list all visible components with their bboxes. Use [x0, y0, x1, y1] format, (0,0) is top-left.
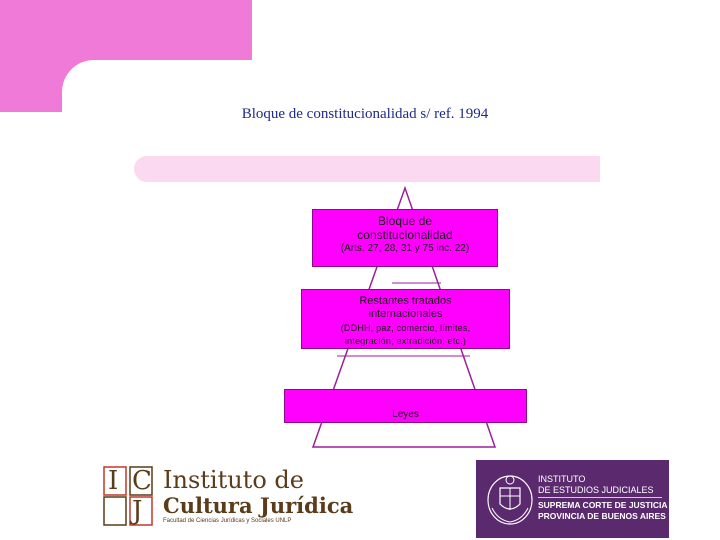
logo-right-divider [538, 497, 662, 498]
pyramid-tier-bloque: Bloque de constitucionalidad (Arts. 27, … [312, 209, 498, 267]
logo-left-line2: Cultura Jurídica [163, 493, 354, 518]
header-bar [147, 156, 600, 182]
tier3-label: Leyes [392, 409, 419, 420]
tier2-heading-line2: internacionales [368, 308, 443, 320]
instituto-cultura-juridica-logo: I C J Instituto de Cultura Jurídica Facu… [103, 466, 353, 530]
tier1-heading-line2: constitucionalidad [357, 228, 453, 242]
slide-title: Bloque de constitucionalidad s/ ref. 199… [241, 106, 489, 122]
logo-right-line3: SUPREMA CORTE DE JUSTICIA [538, 500, 668, 510]
logo-right-line2: DE ESTUDIOS JUDICIALES [538, 485, 654, 495]
tier1-detail: (Arts. 27, 28, 31 y 75 inc. 22) [340, 243, 470, 254]
tier1-heading-line1: Bloque de [377, 214, 433, 228]
tier2-detail-line2: integración, extradición, etc.) [344, 336, 467, 346]
icj-letter-c: C [132, 466, 152, 496]
pyramid-tier-leyes: Leyes [284, 389, 527, 423]
icj-letter-i: I [108, 466, 119, 496]
icj-letter-j: J [132, 496, 143, 526]
instituto-estudios-judiciales-logo: INSTITUTO DE ESTUDIOS JUDICIALES SUPREMA… [476, 460, 669, 538]
icj-monogram-icon [103, 466, 153, 526]
tier2-detail-line1: (DDHH, paz, comercio, límites, [340, 323, 471, 333]
logo-right-line4: PROVINCIA DE BUENOS AIRES [538, 511, 666, 521]
pyramid-tier-tratados: Restantes tratados internacionales (DDHH… [301, 289, 510, 349]
coat-of-arms-icon [487, 475, 533, 525]
logo-left-line3: Facultad de Ciencias Jurídicas y Sociale… [163, 518, 292, 524]
logo-left-line1: Instituto de [163, 466, 304, 494]
logo-right-line1: INSTITUTO [538, 474, 586, 484]
tier2-heading-line1: Restantes tratados [359, 295, 452, 307]
